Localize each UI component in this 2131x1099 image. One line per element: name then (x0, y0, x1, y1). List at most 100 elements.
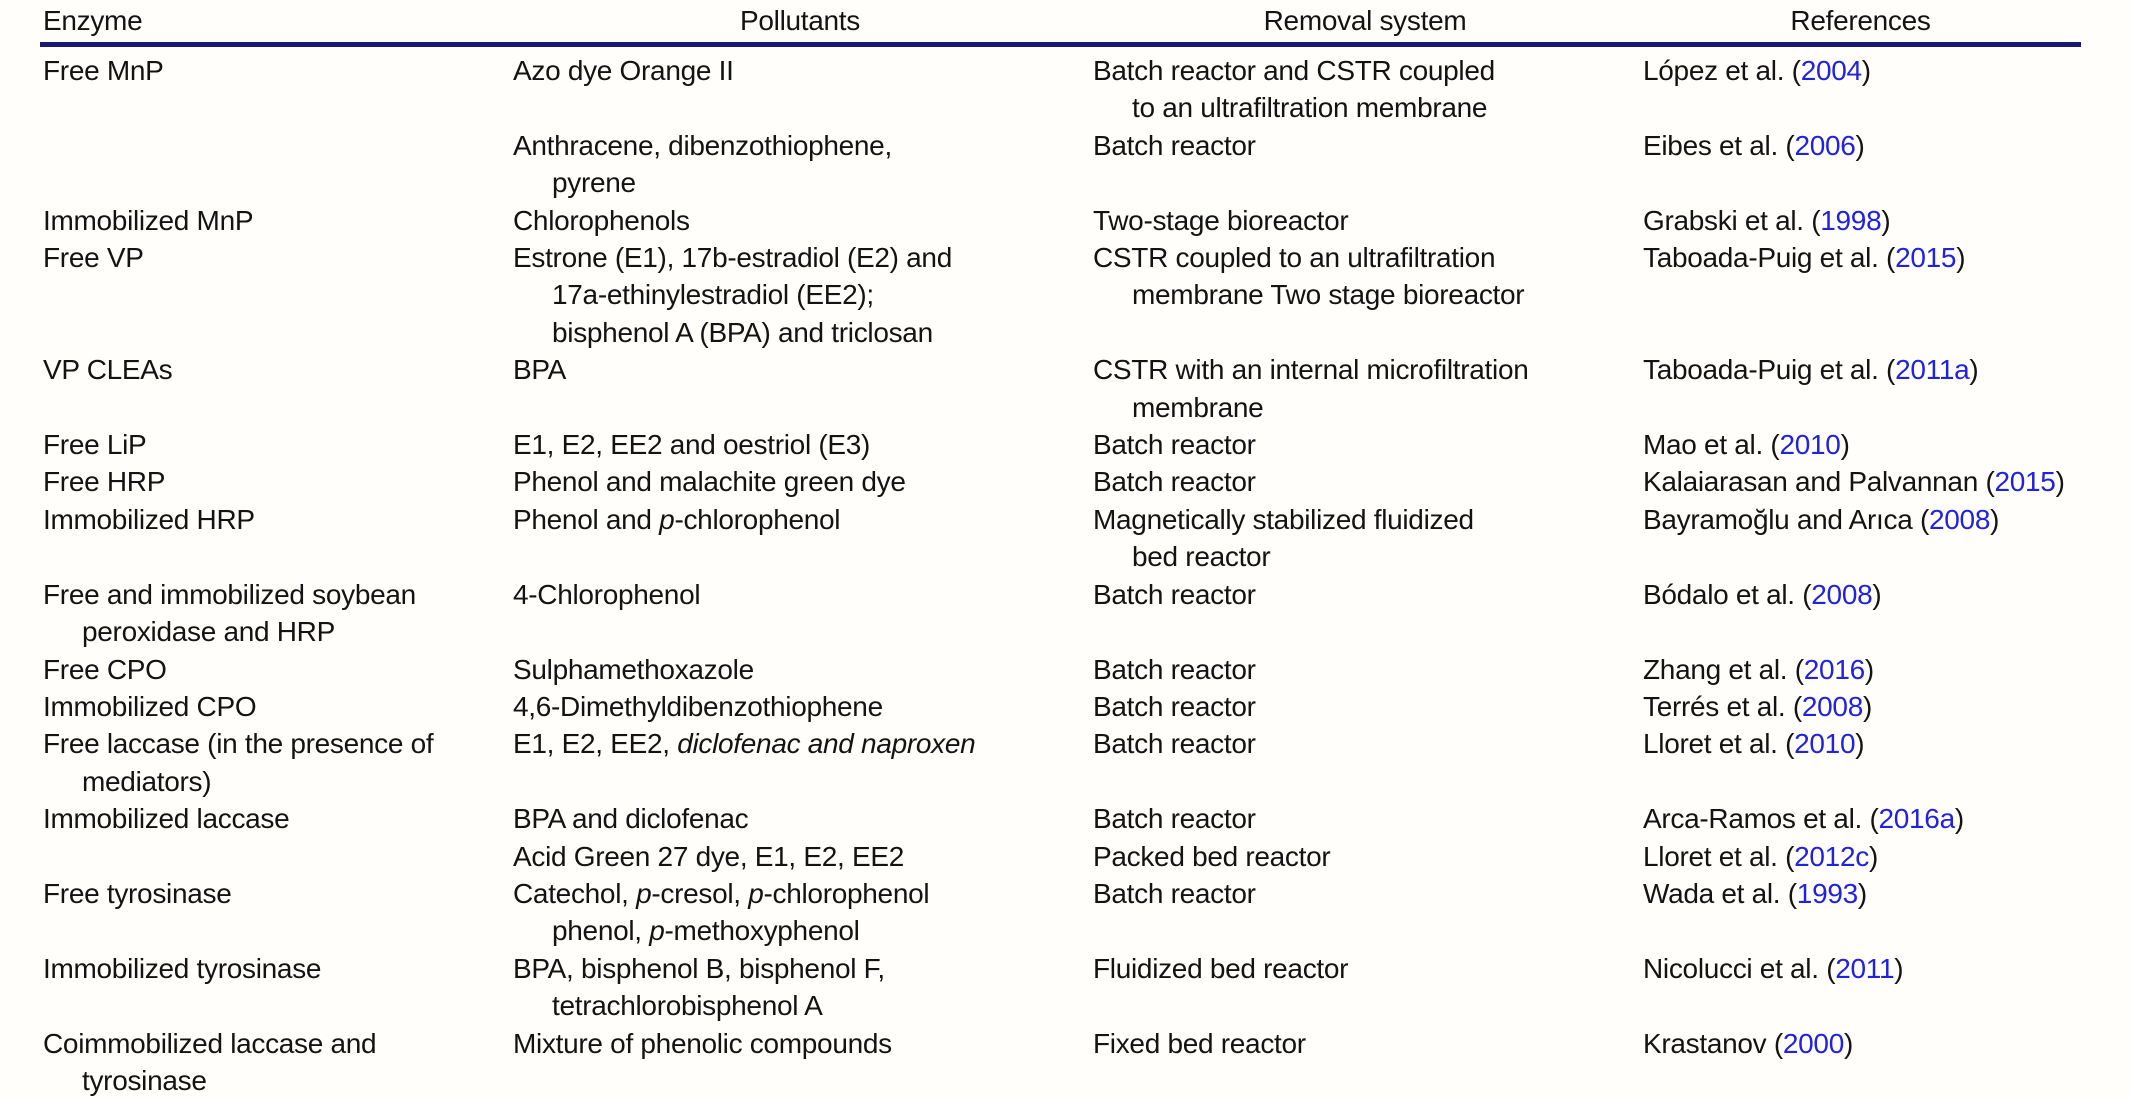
pollutants-cell: Estrone (E1), 17b-estradiol (E2) and 17a… (513, 242, 952, 348)
enzyme-cell: Free VP (43, 242, 144, 274)
enzyme-cell: Immobilized CPO (43, 690, 257, 722)
pollutants-cell: Acid Green 27 dye, E1, E2, EE2 (513, 840, 905, 872)
removal-system-cell: Batch reactor (1093, 877, 1256, 909)
reference-cell: Wada et al. (1993) (1643, 877, 1867, 909)
reference-cell: López et al. (2004) (1643, 55, 1871, 86)
removal-system-cell: Batch reactor (1093, 129, 1256, 161)
pollutants-cell: Chlorophenols (513, 204, 690, 236)
table-row: Anthracene, dibenzothiophene, pyrene Bat… (40, 127, 2081, 202)
enzyme-cell (40, 127, 510, 202)
reference-year-link[interactable]: 2004 (1800, 55, 1862, 86)
column-header-enzyme: Enzyme (43, 5, 143, 36)
reference-year-link[interactable]: 2008 (1801, 690, 1863, 722)
enzyme-cell (40, 838, 510, 875)
reference-cell: Taboada-Puig et al. (2011a) (1643, 354, 1979, 386)
reference-cell: Eibes et al. (2006) (1643, 129, 1865, 161)
reference-cell: Lloret et al. (2012c) (1643, 840, 1878, 872)
reference-year-link[interactable]: 2016 (1803, 653, 1865, 685)
enzyme-cell: Free MnP (43, 55, 164, 86)
pollutants-cell: E1, E2, EE2, diclofenac and naproxen (513, 728, 976, 760)
table-row: Acid Green 27 dye, E1, E2, EE2 Packed be… (40, 838, 2081, 875)
table-row: Free tyrosinase Catechol, p-cresol, p-ch… (40, 875, 2081, 950)
enzyme-removal-table: Enzyme Pollutants Removal system Referen… (40, 0, 2081, 1099)
enzyme-cell: Immobilized MnP (43, 204, 254, 236)
enzyme-cell: Free HRP (43, 466, 166, 498)
pollutants-cell: E1, E2, EE2 and oestriol (E3) (513, 429, 871, 461)
reference-year-link[interactable]: 2006 (1794, 129, 1856, 161)
reference-cell: Bódalo et al. (2008) (1643, 578, 1882, 610)
enzyme-cell: Free CPO (43, 653, 167, 685)
pollutants-cell: Sulphamethoxazole (513, 653, 754, 685)
pollutants-cell: Catechol, p-cresol, p-chlorophenol pheno… (513, 877, 930, 947)
reference-year-link[interactable]: 2008 (1811, 578, 1873, 610)
pollutants-cell: Azo dye Orange II (513, 55, 734, 86)
table-row: Free HRP Phenol and malachite green dye … (40, 463, 2081, 500)
enzyme-cell: Immobilized HRP (43, 503, 255, 535)
table-row: Free VP Estrone (E1), 17b-estradiol (E2)… (40, 239, 2081, 351)
pollutants-cell: 4-Chlorophenol (513, 578, 701, 610)
enzyme-cell: Immobilized tyrosinase (43, 952, 322, 984)
removal-system-cell: Batch reactor (1093, 690, 1256, 722)
reference-year-link[interactable]: 2015 (1895, 242, 1957, 274)
table-body: Free MnP Azo dye Orange II Batch reactor… (40, 47, 2081, 1099)
table-row: Free MnP Azo dye Orange II Batch reactor… (40, 52, 2081, 127)
table-row: Coimmobilized laccase and tyrosinase Mix… (40, 1025, 2081, 1099)
pollutants-cell: Phenol and p-chlorophenol (513, 503, 841, 535)
reference-year-link[interactable]: 2010 (1794, 728, 1856, 760)
reference-year-link[interactable]: 2000 (1782, 1027, 1844, 1059)
reference-cell: Bayramoğlu and Arıca (2008) (1643, 503, 2000, 535)
table-row: Immobilized HRP Phenol and p-chloropheno… (40, 501, 2081, 576)
table-row: Free laccase (in the presence of mediato… (40, 725, 2081, 800)
removal-system-cell: Batch reactor (1093, 466, 1256, 498)
pollutants-cell: 4,6-Dimethyldibenzothiophene (513, 690, 883, 722)
reference-year-link[interactable]: 2016a (1878, 803, 1955, 835)
table-row: VP CLEAs BPA CSTR with an internal micro… (40, 351, 2081, 426)
removal-system-cell: Fixed bed reactor (1093, 1027, 1306, 1059)
reference-cell: Mao et al. (2010) (1643, 429, 1850, 461)
reference-cell: Arca-Ramos et al. (2016a) (1643, 803, 1964, 835)
reference-year-link[interactable]: 2012c (1794, 840, 1869, 872)
removal-system-cell: Two-stage bioreactor (1093, 204, 1349, 236)
table-row: Immobilized laccase BPA and diclofenac B… (40, 800, 2081, 837)
reference-year-link[interactable]: 2008 (1929, 503, 1991, 535)
reference-cell: Taboada-Puig et al. (2015) (1643, 242, 1966, 274)
removal-system-cell: Batch reactor and CSTR coupled to an ult… (1093, 55, 1495, 124)
removal-system-cell: CSTR coupled to an ultrafiltration membr… (1093, 242, 1525, 311)
table-row: Immobilized CPO 4,6-Dimethyldibenzothiop… (40, 688, 2081, 725)
removal-system-cell: Batch reactor (1093, 728, 1256, 760)
reference-year-link[interactable]: 2011a (1895, 354, 1970, 386)
reference-cell: Lloret et al. (2010) (1643, 728, 1865, 760)
enzyme-cell: Immobilized laccase (43, 803, 290, 835)
table-row: Immobilized MnP Chlorophenols Two-stage … (40, 202, 2081, 239)
column-header-pollutants: Pollutants (740, 5, 860, 36)
column-header-removal-system: Removal system (1263, 5, 1467, 36)
reference-cell: Zhang et al. (2016) (1643, 653, 1874, 685)
removal-system-cell: Packed bed reactor (1093, 840, 1331, 872)
pollutants-cell: Mixture of phenolic compounds (513, 1027, 892, 1059)
removal-system-cell: Magnetically stabilized fluidized bed re… (1093, 503, 1474, 573)
reference-cell: Nicolucci et al. (2011) (1643, 952, 1904, 984)
reference-year-link[interactable]: 1993 (1796, 877, 1858, 909)
table-header-row: Enzyme Pollutants Removal system Referen… (40, 0, 2081, 47)
removal-system-cell: Batch reactor (1093, 578, 1256, 610)
removal-system-cell: Batch reactor (1093, 429, 1256, 461)
table-row: Free and immobilized soybean peroxidase … (40, 576, 2081, 651)
removal-system-cell: Batch reactor (1093, 803, 1256, 835)
enzyme-cell: Free LiP (43, 429, 147, 461)
reference-year-link[interactable]: 2010 (1779, 429, 1841, 461)
table-row: Free LiP E1, E2, EE2 and oestriol (E3) B… (40, 426, 2081, 463)
pollutants-cell: BPA and diclofenac (513, 803, 749, 835)
enzyme-cell: Coimmobilized laccase and tyrosinase (43, 1027, 377, 1096)
enzyme-cell: Free tyrosinase (43, 877, 232, 909)
column-header-references: References (1790, 5, 1931, 36)
reference-year-link[interactable]: 2011 (1835, 952, 1895, 984)
removal-system-cell: CSTR with an internal microfiltration me… (1093, 354, 1529, 423)
reference-cell: Krastanov (2000) (1643, 1027, 1853, 1059)
table-row: Free CPO Sulphamethoxazole Batch reactor… (40, 651, 2081, 688)
reference-year-link[interactable]: 1998 (1820, 204, 1882, 236)
enzyme-cell: VP CLEAs (43, 354, 173, 386)
reference-year-link[interactable]: 2015 (1994, 466, 2056, 498)
removal-system-cell: Fluidized bed reactor (1093, 952, 1349, 984)
enzyme-cell: Free and immobilized soybean peroxidase … (43, 578, 416, 648)
pollutants-cell: Anthracene, dibenzothiophene, pyrene (513, 129, 892, 199)
